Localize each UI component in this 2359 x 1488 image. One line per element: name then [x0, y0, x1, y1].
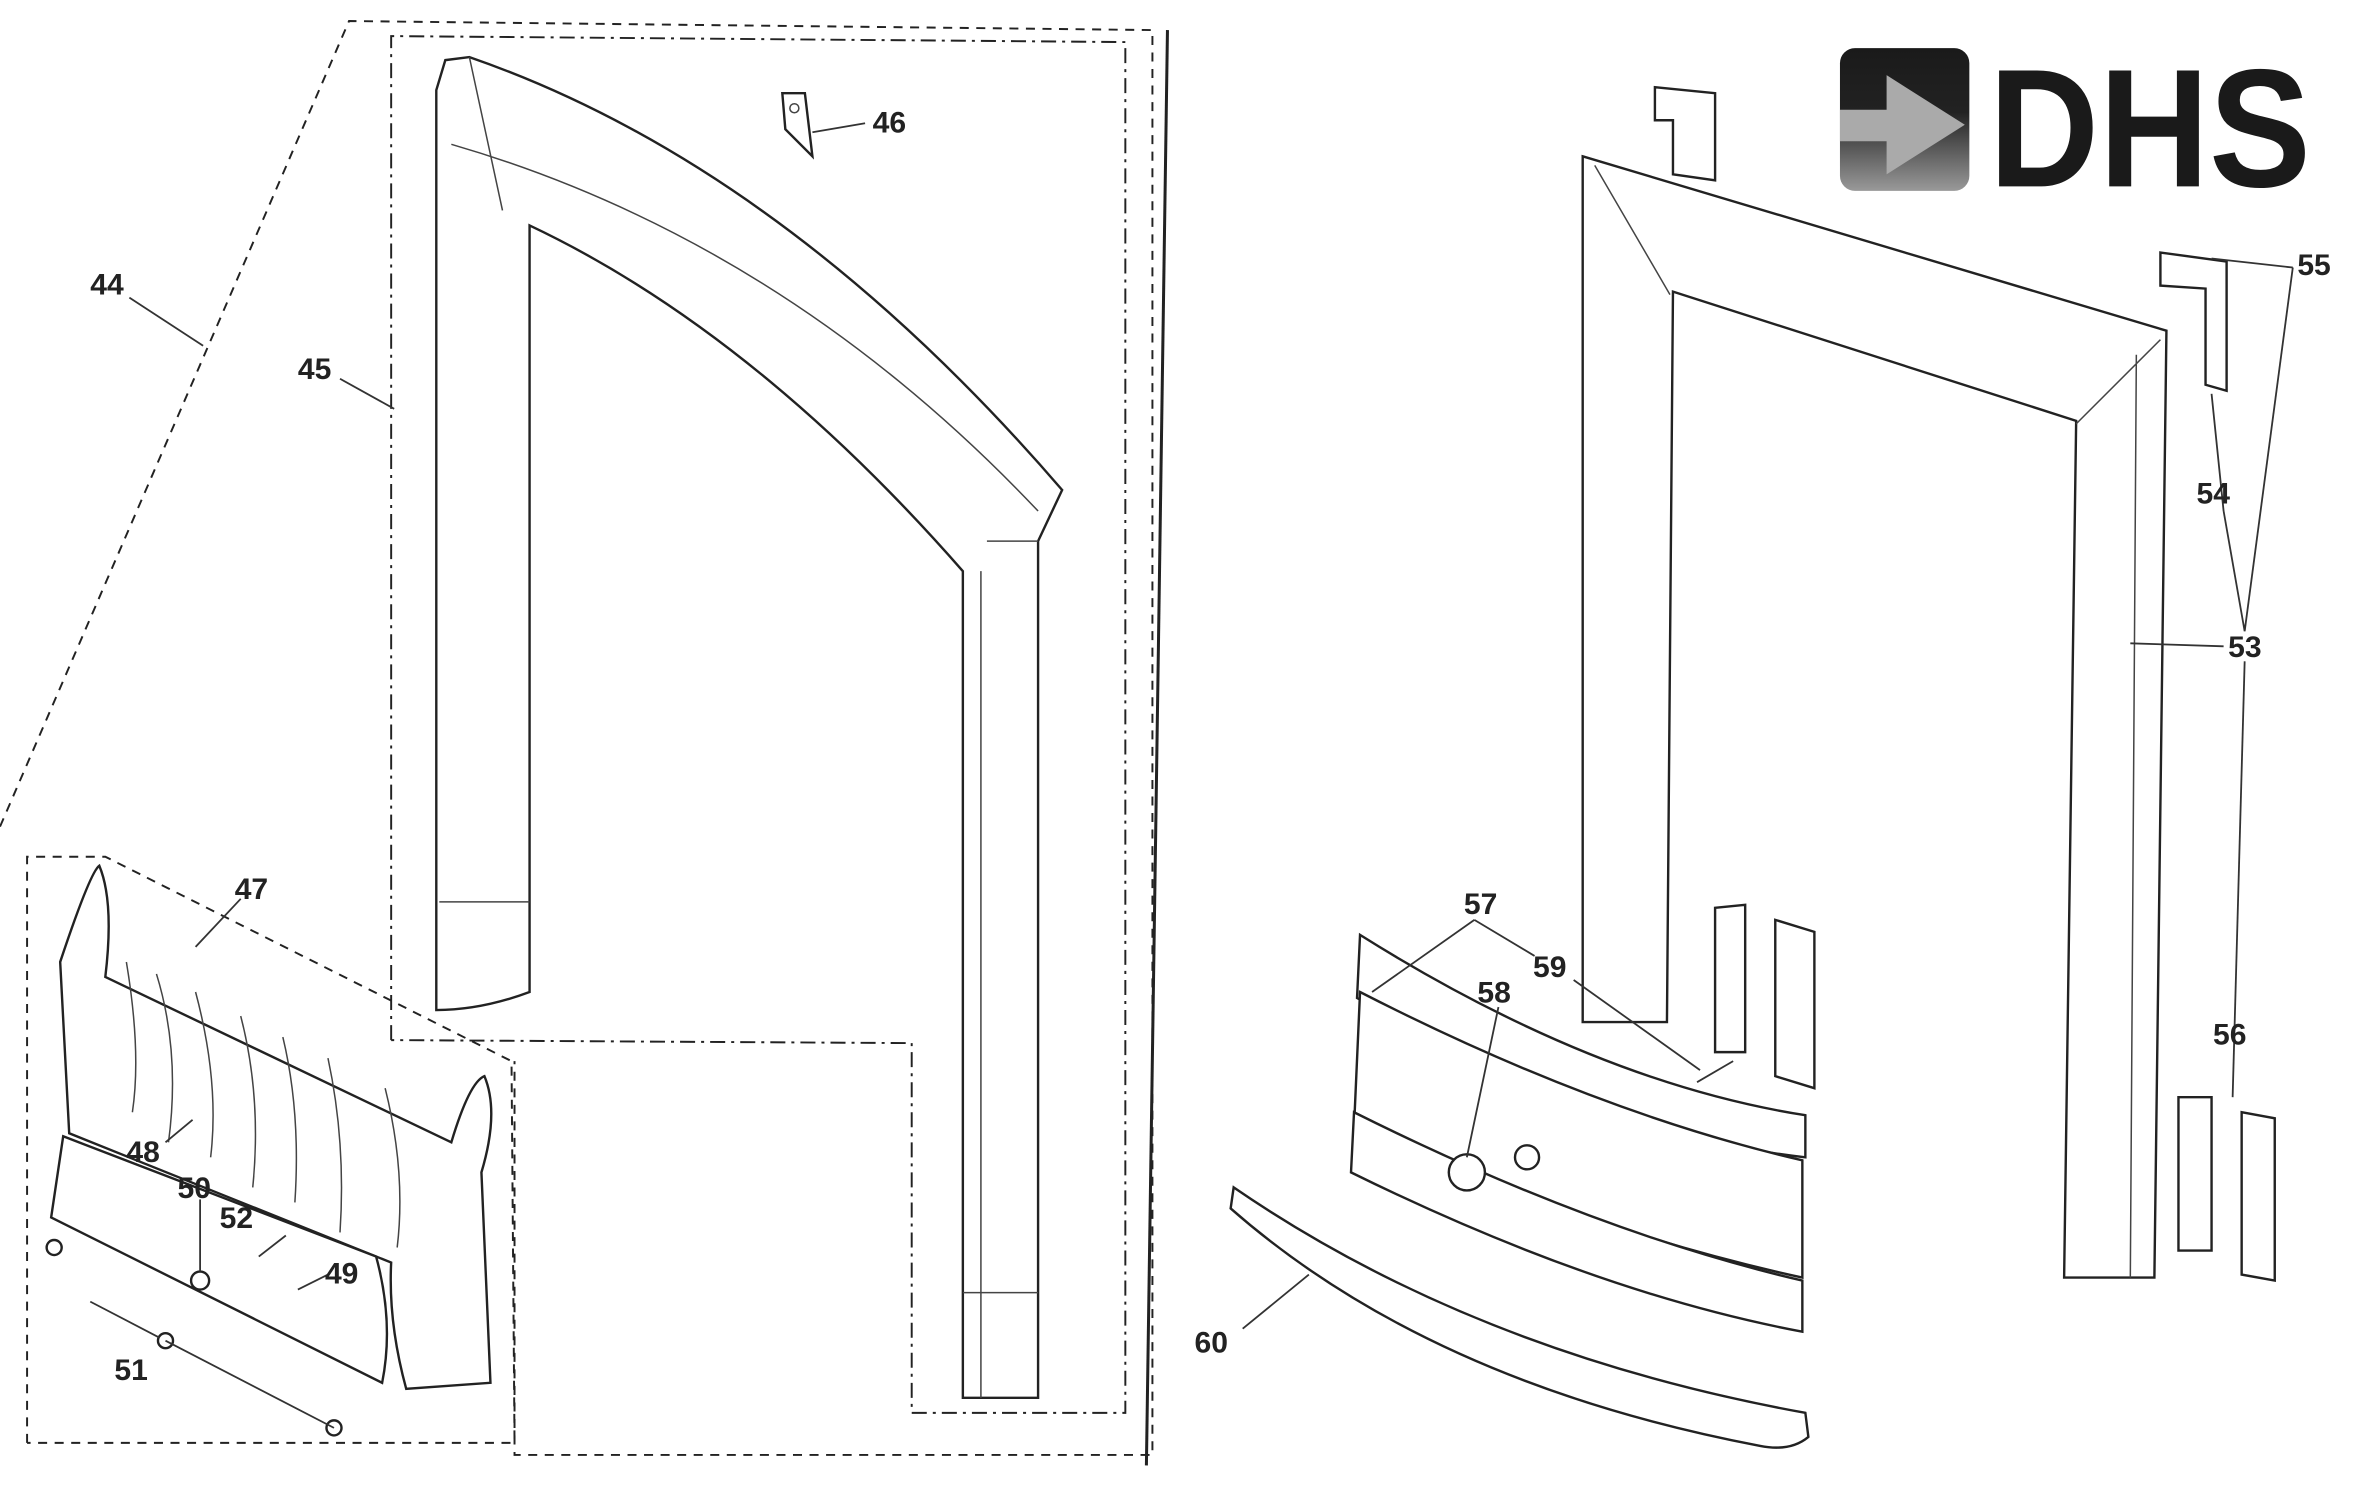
label-55: 55 [2297, 249, 2330, 282]
label-59: 59 [1533, 951, 1566, 984]
label-58: 58 [1477, 977, 1510, 1010]
label-45: 45 [298, 353, 331, 386]
leader-lines [89, 122, 2294, 1429]
label-57: 57 [1464, 888, 1497, 921]
label-54: 54 [2197, 478, 2231, 511]
part-47-fret [45, 863, 493, 1437]
arrow-right-icon [1839, 75, 1965, 175]
label-49: 49 [325, 1258, 358, 1291]
label-60: 60 [1195, 1327, 1228, 1360]
label-56: 56 [2213, 1019, 2246, 1052]
label-47: 47 [235, 873, 268, 906]
part-45-arched-frame [435, 55, 1064, 1400]
label-52: 52 [220, 1202, 253, 1235]
part-57-curved-bars [1349, 932, 1807, 1334]
part-56-clips [1713, 903, 2276, 1283]
label-46: 46 [873, 106, 906, 139]
logo-text: DHS [1989, 34, 2311, 222]
part-46-bracket [781, 91, 815, 160]
label-53: 53 [2228, 631, 2261, 664]
label-44: 44 [90, 269, 124, 302]
part-53-frame [1581, 154, 2168, 1279]
group-45-boundary [390, 35, 1127, 1414]
label-51: 51 [114, 1354, 147, 1387]
label-50: 50 [178, 1172, 211, 1205]
dhs-logo: DHS [1839, 34, 2311, 222]
part-60-front-rail [1229, 1185, 1810, 1449]
part-55-brackets [1653, 85, 2228, 393]
group-47-boundary [26, 855, 516, 1444]
label-48: 48 [126, 1136, 159, 1169]
